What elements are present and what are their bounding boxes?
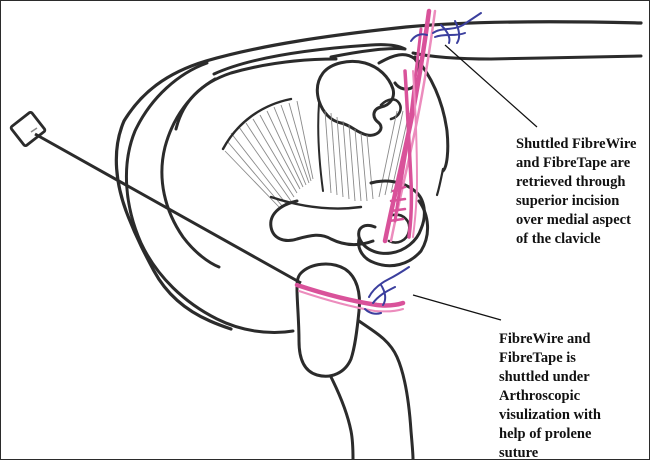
ligament-stroke-left xyxy=(318,103,323,191)
annotation-upper-line: retrieved through xyxy=(516,173,636,192)
clavicle-lower-border xyxy=(413,53,641,59)
annotation-lower-line: Arthroscopic xyxy=(499,387,601,406)
humeral-head-outline xyxy=(297,264,359,376)
annotation-lower-line: visulization with xyxy=(499,406,601,425)
annotation-upper: Shuttled FibreWire and FibreTape are ret… xyxy=(516,135,636,249)
annotation-upper-line: of the clavicle xyxy=(516,230,636,249)
annotation-lower-line: shuttled under xyxy=(499,368,601,387)
annotation-upper-line: and FibreTape are xyxy=(516,154,636,173)
coracoid-process-outline xyxy=(317,61,393,135)
coracoid-arch-outline xyxy=(176,59,336,129)
arthroscope-instrument xyxy=(10,112,301,283)
annotation-lower-line: FibreTape is xyxy=(499,349,601,368)
fibretape-horizontal xyxy=(297,285,403,311)
annotation-upper-line: superior incision xyxy=(516,192,636,211)
leader-line-bottom xyxy=(413,295,501,320)
annotation-lower-line: help of prolene xyxy=(499,425,601,444)
annotation-lower: FibreWire and FibreTape is shuttled unde… xyxy=(499,330,601,460)
annotation-lower-line: FibreWire and xyxy=(499,330,601,349)
humerus-shaft-right xyxy=(359,321,413,459)
annotation-upper-line: over medial aspect xyxy=(516,211,636,230)
annotation-upper-line: Shuttled FibreWire xyxy=(516,135,636,154)
ligament-arc-outline xyxy=(223,99,361,209)
annotation-lower-line: suture xyxy=(499,444,601,460)
ligament-stroke-right xyxy=(437,169,443,195)
ligament-hatching xyxy=(225,101,409,207)
humerus-shaft-left xyxy=(331,377,353,459)
